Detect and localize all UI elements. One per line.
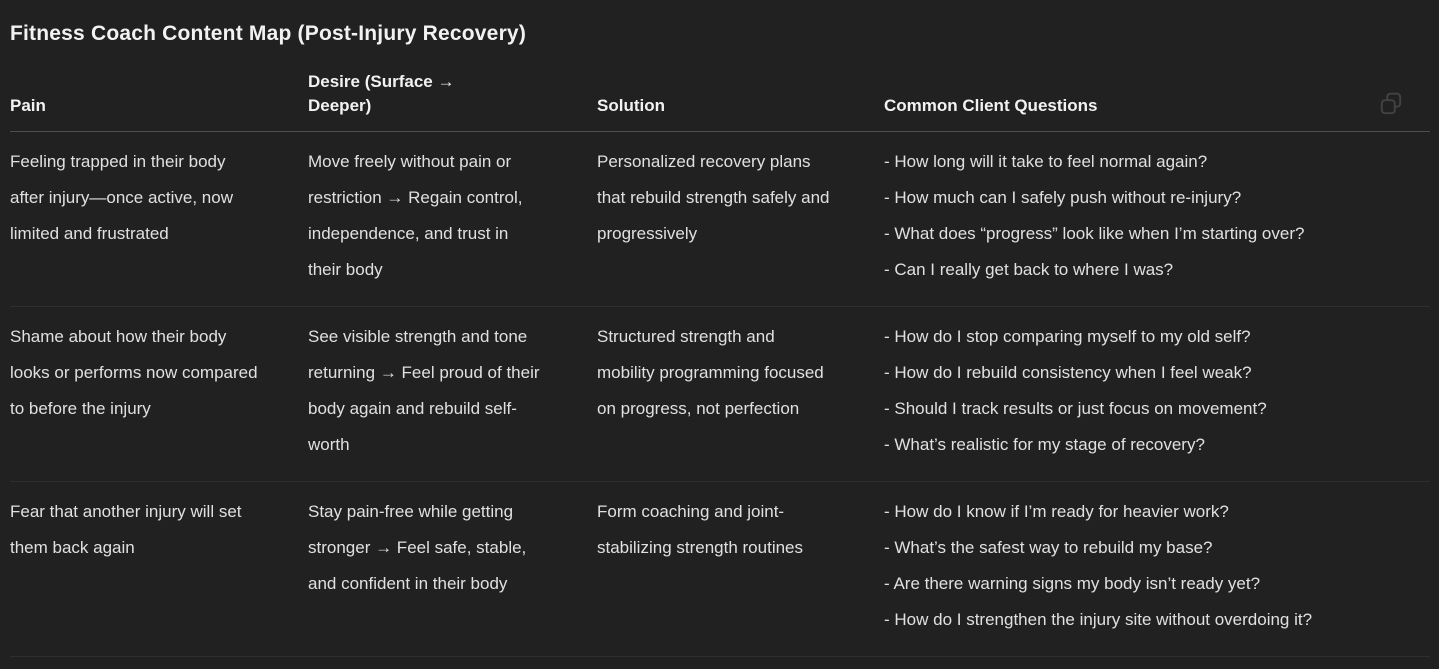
table-body: Feeling trapped in their body after inju… (10, 132, 1430, 657)
column-header-label: Solution (597, 96, 665, 115)
cell-solution: Personalized recovery plans that rebuild… (597, 152, 830, 243)
column-header-label: Common Client Questions (884, 96, 1098, 115)
cell-desire: Stay pain-free while getting stronger → … (308, 502, 527, 593)
cell-solution: Form coaching and joint-stabilizing stre… (597, 502, 804, 557)
column-header-label: Desire (Surface → Deeper) (308, 72, 455, 115)
content-map-table: Pain Desire (Surface → Deeper) Solution Com… (10, 48, 1430, 657)
column-header-solution: Solution (597, 94, 884, 118)
question-line: - Can I really get back to where I was? (884, 260, 1174, 279)
copy-icon (1380, 92, 1402, 115)
cell-questions: - How long will it take to feel normal a… (884, 144, 1430, 288)
table-header-row: Pain Desire (Surface → Deeper) Solution Com… (10, 48, 1430, 132)
table-row: Fear that another injury will set them b… (10, 482, 1430, 657)
column-header-label: Pain (10, 96, 46, 115)
column-header-questions: Common Client Questions (884, 94, 1430, 118)
question-line: - How do I stop comparing myself to my o… (884, 327, 1251, 346)
question-line: - How do I rebuild consistency when I fe… (884, 363, 1252, 382)
column-header-pain: Pain (10, 94, 308, 118)
cell-pain: Shame about how their body looks or perf… (10, 327, 258, 418)
cell-questions: - How do I know if I’m ready for heavier… (884, 494, 1430, 638)
question-line: - What’s realistic for my stage of recov… (884, 435, 1205, 454)
question-line: - What does “progress” look like when I’… (884, 224, 1305, 243)
question-line: - How do I strengthen the injury site wi… (884, 610, 1313, 629)
copy-table-button[interactable] (1377, 90, 1405, 118)
question-line: - How much can I safely push without re-… (884, 188, 1242, 207)
question-line: - How do I know if I’m ready for heavier… (884, 502, 1229, 521)
question-line: - What’s the safest way to rebuild my ba… (884, 538, 1213, 557)
cell-solution: Structured strength and mobility program… (597, 327, 824, 418)
question-line: - Should I track results or just focus o… (884, 399, 1267, 418)
question-line: - How long will it take to feel normal a… (884, 152, 1208, 171)
cell-pain: Feeling trapped in their body after inju… (10, 152, 233, 243)
column-header-desire: Desire (Surface → Deeper) (308, 70, 597, 118)
question-line: - Are there warning signs my body isn’t … (884, 574, 1261, 593)
page-title: Fitness Coach Content Map (Post-Injury R… (10, 22, 527, 45)
table-row: Shame about how their body looks or perf… (10, 307, 1430, 482)
cell-questions: - How do I stop comparing myself to my o… (884, 319, 1430, 463)
cell-pain: Fear that another injury will set them b… (10, 502, 242, 557)
cell-desire: Move freely without pain or restriction … (308, 152, 523, 279)
table-row: Feeling trapped in their body after inju… (10, 132, 1430, 307)
cell-desire: See visible strength and tone returning … (308, 327, 540, 454)
